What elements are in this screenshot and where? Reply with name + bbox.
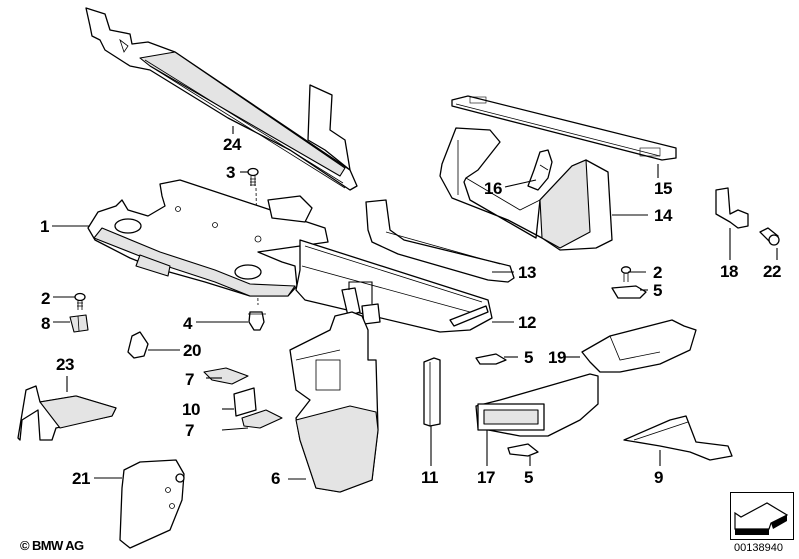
- callout-2-left[interactable]: 2: [41, 289, 50, 308]
- leader-lines: [52, 126, 778, 480]
- arrow-down-left-icon: [734, 502, 789, 535]
- callout-18[interactable]: 18: [720, 262, 738, 281]
- part-14-channel[interactable]: [439, 127, 613, 251]
- callout-1[interactable]: 1: [40, 217, 49, 236]
- part-15-strap[interactable]: [451, 95, 677, 161]
- callout-3[interactable]: 3: [226, 163, 235, 182]
- callout-2-right[interactable]: 2: [653, 263, 662, 282]
- navigation-button[interactable]: [730, 492, 794, 540]
- copyright-text: © BMW AG: [20, 538, 84, 553]
- callout-24[interactable]: 24: [223, 135, 241, 154]
- part-3-screw[interactable]: [247, 167, 259, 187]
- callout-20[interactable]: 20: [183, 341, 201, 360]
- part-19-tray[interactable]: [581, 319, 697, 373]
- part-1-plate[interactable]: [87, 179, 329, 297]
- part-7-clip-lower[interactable]: [241, 409, 283, 429]
- part-18-bracket[interactable]: [715, 187, 749, 229]
- callout-10[interactable]: 10: [182, 400, 200, 419]
- part-6-bracket[interactable]: [289, 311, 379, 493]
- part-5-clip-middle[interactable]: [475, 353, 507, 365]
- part-10-clip[interactable]: [233, 387, 257, 417]
- part-9-brace[interactable]: [623, 415, 733, 461]
- callout-21[interactable]: 21: [72, 469, 90, 488]
- callout-17[interactable]: 17: [477, 468, 495, 487]
- part-17-duct[interactable]: [475, 373, 599, 437]
- callout-9[interactable]: 9: [654, 468, 663, 487]
- part-21-cover[interactable]: [119, 459, 185, 549]
- callout-5-bottom[interactable]: 5: [524, 468, 533, 487]
- part-2-screw-left[interactable]: [74, 292, 86, 311]
- callout-6[interactable]: 6: [271, 469, 280, 488]
- callout-4[interactable]: 4: [183, 314, 192, 333]
- callout-5-right[interactable]: 5: [653, 281, 662, 300]
- part-5-clip-right[interactable]: [611, 285, 647, 299]
- callout-15[interactable]: 15: [654, 179, 672, 198]
- callout-7-lower[interactable]: 7: [185, 421, 194, 440]
- callout-12[interactable]: 12: [518, 313, 536, 332]
- callout-19[interactable]: 19: [548, 348, 566, 367]
- part-2-screw-right[interactable]: [620, 266, 632, 282]
- part-16-clip[interactable]: [527, 149, 553, 191]
- callout-13[interactable]: 13: [518, 263, 536, 282]
- callout-23[interactable]: 23: [56, 355, 74, 374]
- part-24-upper-rail[interactable]: [85, 7, 358, 191]
- part-12-long-channel[interactable]: [295, 239, 493, 333]
- callout-22[interactable]: 22: [763, 262, 781, 281]
- callout-11[interactable]: 11: [421, 468, 438, 487]
- callout-7-upper[interactable]: 7: [185, 370, 194, 389]
- reference-number: 00138940: [734, 542, 783, 554]
- part-20-clip[interactable]: [127, 331, 149, 359]
- callout-8[interactable]: 8: [41, 314, 50, 333]
- callout-16[interactable]: 16: [484, 179, 502, 198]
- part-5-clip-bottom[interactable]: [507, 443, 539, 457]
- part-23-shelf[interactable]: [17, 385, 117, 441]
- part-8-nut[interactable]: [69, 314, 89, 333]
- callout-5-middle[interactable]: 5: [524, 348, 533, 367]
- part-22-bolt[interactable]: [759, 227, 780, 246]
- part-11-block[interactable]: [423, 357, 441, 427]
- callout-14[interactable]: 14: [654, 206, 672, 225]
- part-4-clip-nut[interactable]: [248, 311, 266, 331]
- part-13-u-channel[interactable]: [365, 199, 515, 283]
- part-12-tabs: [341, 281, 381, 325]
- part-7-clip-upper[interactable]: [203, 367, 249, 385]
